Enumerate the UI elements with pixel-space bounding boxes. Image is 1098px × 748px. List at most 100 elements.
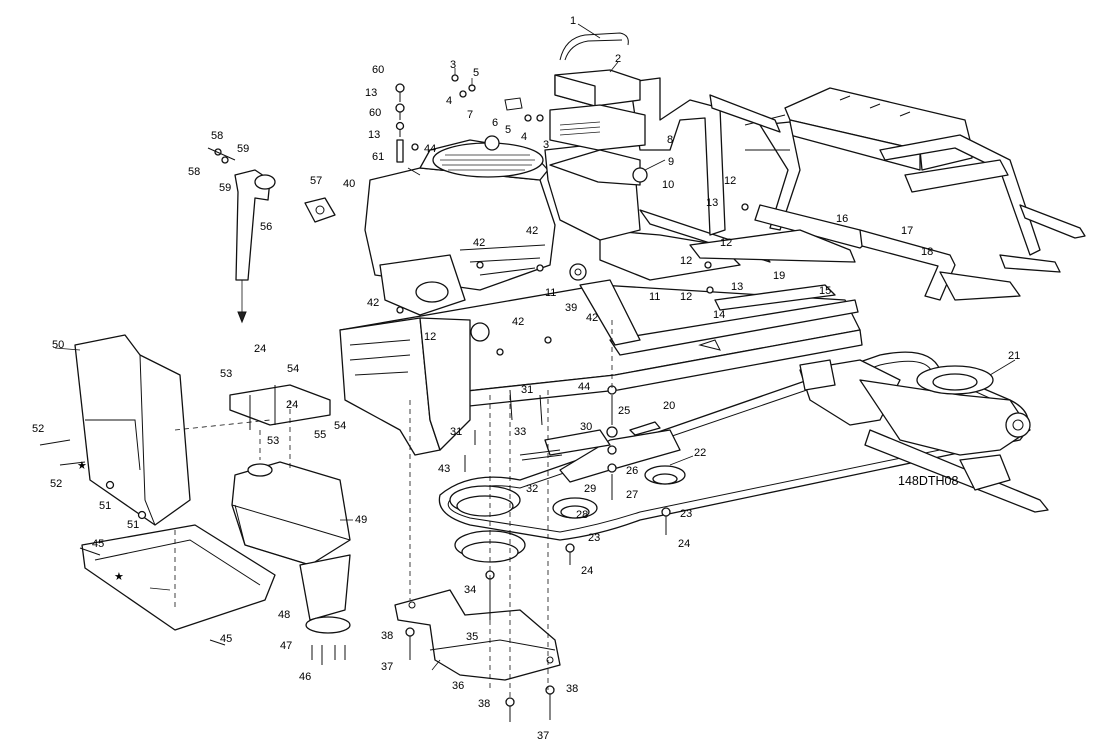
diagram-code: 148DTH08 <box>898 474 958 488</box>
callout-24: 24 <box>581 565 593 577</box>
callout-12: 12 <box>724 175 736 187</box>
callout-14: 14 <box>713 309 725 321</box>
callout-39: 39 <box>565 302 577 314</box>
fastener-hardware <box>39 74 749 722</box>
callout-38: 38 <box>478 698 490 710</box>
callout-57: 57 <box>310 175 322 187</box>
callout-5: 5 <box>505 124 511 136</box>
callout-19: 19 <box>773 270 785 282</box>
callout-42: 42 <box>586 312 598 324</box>
callout-22: 22 <box>694 447 706 459</box>
callout-27: 27 <box>626 489 638 501</box>
callout-52: 52 <box>50 478 62 490</box>
callout-3: 3 <box>450 59 456 71</box>
callout-24: 24 <box>254 343 266 355</box>
callout-12: 12 <box>680 291 692 303</box>
assembly-leader-lines <box>54 23 1016 700</box>
callout-33: 33 <box>514 426 526 438</box>
callout-31: 31 <box>450 426 462 438</box>
callout-59: 59 <box>219 182 231 194</box>
callout-42: 42 <box>512 316 524 328</box>
callout-51: 51 <box>99 500 111 512</box>
callout-2: 2 <box>615 53 621 65</box>
callout-42: 42 <box>526 225 538 237</box>
callout-9: 9 <box>668 156 674 168</box>
callout-5: 5 <box>473 67 479 79</box>
main-frame <box>339 77 863 456</box>
star-marker: ★ <box>114 570 124 583</box>
callout-46: 46 <box>299 671 311 683</box>
callout-51: 51 <box>127 519 139 531</box>
callout-32: 32 <box>526 483 538 495</box>
callout-37: 37 <box>537 730 549 742</box>
callout-49: 49 <box>355 514 367 526</box>
callout-54: 54 <box>334 420 346 432</box>
callout-53: 53 <box>220 368 232 380</box>
callout-24: 24 <box>286 399 298 411</box>
callout-11: 11 <box>649 291 660 303</box>
callout-13: 13 <box>706 197 718 209</box>
exhaust-pipe-assembly <box>234 169 336 324</box>
star-marker: ★ <box>77 459 87 472</box>
battery-assembly <box>504 32 646 151</box>
callout-13: 13 <box>365 87 377 99</box>
callout-20: 20 <box>663 400 675 412</box>
callout-35: 35 <box>466 631 478 643</box>
callout-37: 37 <box>381 661 393 673</box>
callout-25: 25 <box>618 405 630 417</box>
callout-45: 45 <box>220 633 232 645</box>
callout-59: 59 <box>237 143 249 155</box>
callout-18: 18 <box>921 246 933 258</box>
seat-frame-assembly <box>744 87 1086 301</box>
callout-28: 28 <box>576 509 588 521</box>
callout-29: 29 <box>584 483 596 495</box>
callout-44: 44 <box>424 143 436 155</box>
callout-3: 3 <box>543 139 549 151</box>
callout-21: 21 <box>1008 350 1020 362</box>
callout-43: 43 <box>438 463 450 475</box>
callout-1: 1 <box>570 15 576 27</box>
callout-15: 15 <box>819 285 831 297</box>
callout-numbers: 1 2 3 3 4 4 5 5 6 7 8 9 10 11 11 12 12 1… <box>32 15 1020 742</box>
callout-12: 12 <box>680 255 692 267</box>
callout-60: 60 <box>372 64 384 76</box>
callout-53: 53 <box>267 435 279 447</box>
callout-55: 55 <box>314 429 326 441</box>
left-cover-panel <box>74 334 276 631</box>
transaxle-assembly <box>799 359 1049 513</box>
engine-cooling-grill <box>440 154 535 171</box>
callout-13: 13 <box>368 129 380 141</box>
lower-bracket-plate <box>394 589 561 681</box>
callout-26: 26 <box>626 465 638 477</box>
callout-61: 61 <box>372 151 384 163</box>
callout-4: 4 <box>446 95 452 107</box>
callout-54: 54 <box>287 363 299 375</box>
callout-30: 30 <box>580 421 592 433</box>
callout-58: 58 <box>188 166 200 178</box>
callout-45: 45 <box>92 538 104 550</box>
callout-48: 48 <box>278 609 290 621</box>
callout-16: 16 <box>836 213 848 225</box>
callout-44: 44 <box>578 381 590 393</box>
callout-31: 31 <box>521 384 533 396</box>
callout-56: 56 <box>260 221 272 233</box>
engine-assembly <box>364 135 648 316</box>
callout-23: 23 <box>588 532 600 544</box>
drive-belt-system <box>438 351 1029 563</box>
callout-8: 8 <box>667 134 673 146</box>
callout-13: 13 <box>731 281 743 293</box>
callout-42: 42 <box>367 297 379 309</box>
callout-12: 12 <box>720 237 732 249</box>
callout-11: 11 <box>545 287 556 299</box>
callout-60: 60 <box>369 107 381 119</box>
callout-47: 47 <box>280 640 292 652</box>
callout-24: 24 <box>678 538 690 550</box>
callout-12: 12 <box>424 331 436 343</box>
callout-36: 36 <box>452 680 464 692</box>
callout-6: 6 <box>492 117 498 129</box>
callout-17: 17 <box>901 225 913 237</box>
callout-40: 40 <box>343 178 355 190</box>
callout-10: 10 <box>662 179 674 191</box>
callout-42: 42 <box>473 237 485 249</box>
